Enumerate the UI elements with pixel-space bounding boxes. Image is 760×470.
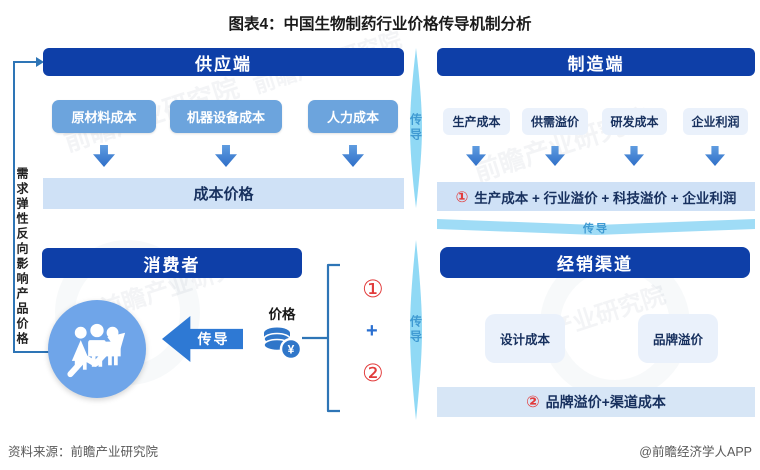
price-label: 价格: [268, 307, 296, 322]
people-growth-icon: [67, 323, 126, 378]
down-arrow-icon: [342, 145, 364, 167]
feedback-label: 需求弹性反向影响产品价格: [15, 167, 29, 347]
consumer-header: 消费者: [42, 248, 302, 278]
down-arrow-icon: [624, 146, 644, 166]
transmission-band-bottom: [410, 240, 422, 420]
sum-item-one: ①: [362, 276, 384, 303]
supply-box-labor: 人力成本: [308, 100, 398, 133]
source-note: 资料来源：前瞻产业研究院: [8, 445, 159, 459]
consumer-people-chart-icon: [48, 300, 146, 398]
manufacturing-result-bar: ① 生产成本 + 行业溢价 + 科技溢价 + 企业利润: [437, 182, 755, 211]
manufacturing-box-profit: 企业利润: [683, 108, 748, 135]
manufacturing-header: 制造端: [437, 48, 755, 76]
down-arrow-icon: [545, 146, 565, 166]
credit-note: @前瞻经济学人APP: [639, 445, 752, 459]
transmission-band-top: [410, 48, 422, 208]
distribution-header: 经销渠道: [440, 247, 750, 278]
transmission-band-middle-label: 传导: [583, 222, 609, 235]
down-arrow-icon: [215, 145, 237, 167]
manufacturing-box-production-cost: 生产成本: [443, 108, 510, 135]
manufacturing-box-supply-demand-premium: 供需溢价: [522, 108, 588, 135]
coins-icon: ¥: [263, 327, 303, 361]
manufacturing-result-text: 生产成本 + 行业溢价 + 科技溢价 + 企业利润: [474, 190, 737, 206]
distribution-box-design-cost: 设计成本: [485, 314, 565, 363]
supply-result-bar: 成本价格: [43, 178, 404, 209]
transmission-band-top-label: 传导: [408, 113, 423, 143]
transmission-left-arrow: 传导: [162, 316, 243, 362]
distribution-box-brand-premium: 品牌溢价: [638, 314, 718, 363]
down-arrow-icon: [705, 146, 725, 166]
supply-header: 供应端: [43, 48, 404, 76]
bracket: [302, 263, 340, 413]
supply-box-equipment: 机器设备成本: [170, 100, 282, 133]
distribution-result-bar: ② 品牌溢价+渠道成本: [437, 387, 755, 417]
plus-sign: +: [366, 320, 378, 342]
supply-box-raw-material: 原材料成本: [52, 100, 156, 133]
svg-text:¥: ¥: [288, 343, 295, 357]
distribution-result-text: 品牌溢价+渠道成本: [545, 394, 666, 410]
manufacturing-box-rd-cost: 研发成本: [602, 108, 667, 135]
circled-two-badge: ②: [526, 394, 540, 411]
page-title: 图表4：中国生物制药行业价格传导机制分析: [228, 16, 532, 33]
down-arrow-icon: [93, 145, 115, 167]
sum-item-two: ②: [362, 360, 384, 387]
feedback-loop-line: [13, 57, 52, 353]
circled-one-badge: ①: [455, 188, 469, 206]
transmission-band-middle: [437, 219, 755, 235]
transmission-band-bottom-label: 传导: [408, 315, 423, 345]
arrow-right-icon: [36, 57, 44, 67]
down-arrow-icon: [466, 146, 486, 166]
